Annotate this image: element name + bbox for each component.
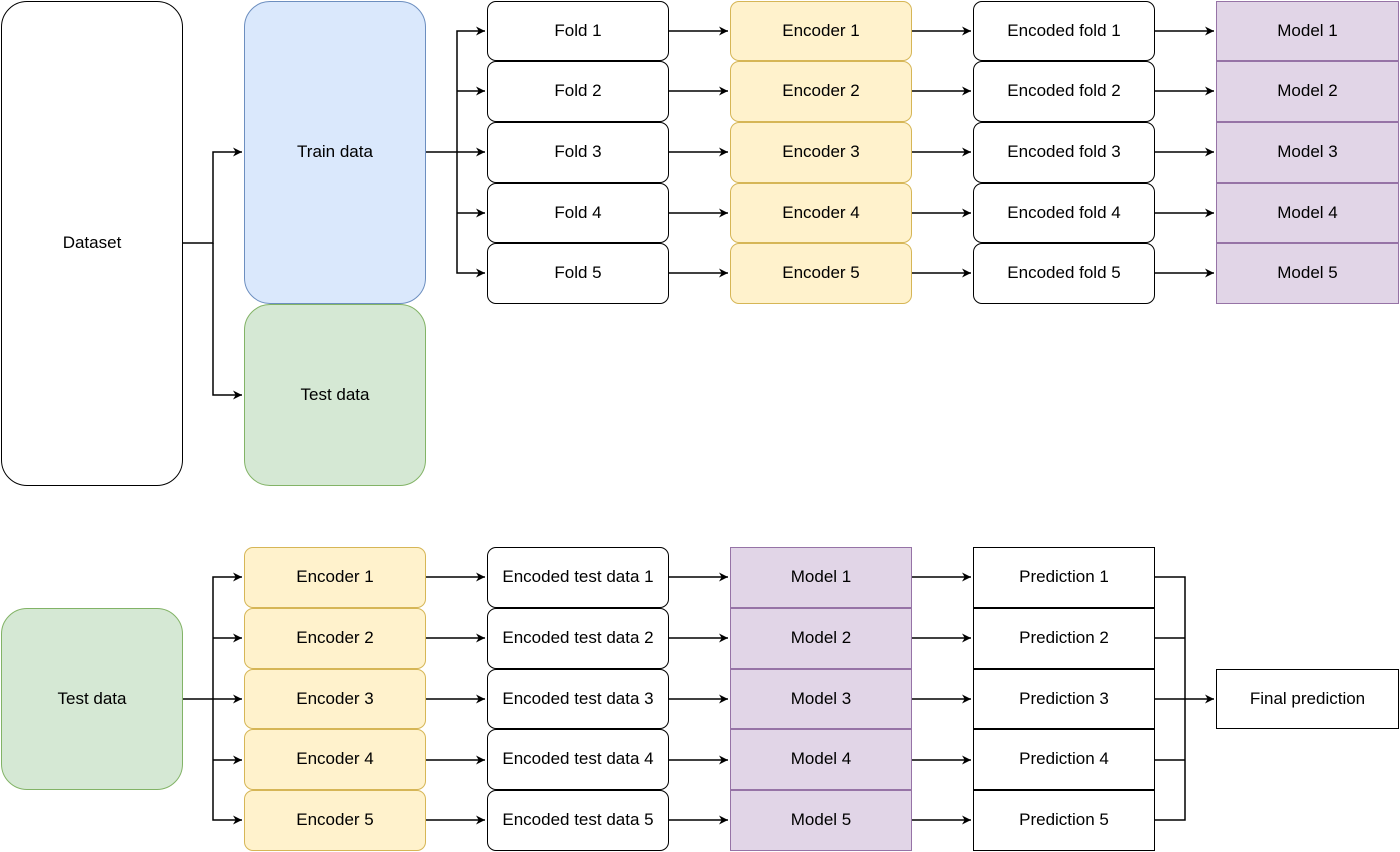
encoded-fold-node: Encoded fold 3 bbox=[973, 122, 1155, 183]
bottom-test-data-label: Test data bbox=[57, 688, 127, 708]
encoded-fold-label: Encoded fold 4 bbox=[1007, 202, 1121, 222]
arrow-dataset-to-test bbox=[212, 243, 242, 400]
encoded-test-label: Encoded test data 4 bbox=[502, 749, 654, 769]
bottom-test-data-node: Test data bbox=[1, 608, 183, 790]
encoded-fold-label: Encoded fold 1 bbox=[1007, 20, 1121, 40]
encoder-label: Encoder 1 bbox=[782, 20, 860, 40]
encoded-test-label: Encoded test data 5 bbox=[502, 810, 654, 830]
arrow-test-to-encoder-5 bbox=[212, 699, 242, 825]
bottom-encoder-label: Encoder 4 bbox=[296, 749, 374, 769]
prediction-label: Prediction 1 bbox=[1019, 567, 1109, 587]
encoded-test-node: Encoded test data 2 bbox=[487, 608, 669, 669]
encoded-fold-label: Encoded fold 5 bbox=[1007, 263, 1121, 283]
final-prediction-node: Final prediction bbox=[1216, 669, 1399, 729]
encoded-fold-label: Encoded fold 3 bbox=[1007, 142, 1121, 162]
encoded-test-label: Encoded test data 3 bbox=[502, 688, 654, 708]
bottom-model-label: Model 4 bbox=[790, 749, 852, 769]
dataset-node: Dataset bbox=[1, 1, 183, 486]
arrow-train-to-fold-1 bbox=[456, 26, 485, 152]
arrow-test-to-encoder-1 bbox=[212, 572, 242, 699]
bottom-model-node: Model 5 bbox=[730, 790, 912, 851]
fold-label: Fold 3 bbox=[554, 142, 602, 162]
test-data-node: Test data bbox=[244, 304, 426, 486]
encoder-label: Encoder 4 bbox=[782, 202, 860, 222]
encoder-node: Encoder 1 bbox=[730, 1, 912, 61]
bottom-encoder-node: Encoder 4 bbox=[244, 729, 426, 790]
prediction-label: Prediction 2 bbox=[1019, 628, 1109, 648]
model-node: Model 1 bbox=[1216, 1, 1399, 61]
bottom-model-node: Model 3 bbox=[730, 669, 912, 729]
fold-label: Fold 5 bbox=[554, 263, 602, 283]
encoder-node: Encoder 3 bbox=[730, 122, 912, 183]
fold-label: Fold 2 bbox=[554, 81, 602, 101]
encoded-fold-node: Encoded fold 2 bbox=[973, 61, 1155, 122]
test-data-label: Test data bbox=[300, 384, 370, 404]
arrow-dataset-to-train bbox=[183, 147, 242, 244]
model-node: Model 5 bbox=[1216, 243, 1399, 304]
bottom-encoder-node: Encoder 1 bbox=[244, 547, 426, 608]
model-label: Model 3 bbox=[1277, 142, 1338, 162]
fold-node: Fold 4 bbox=[487, 183, 669, 243]
final-prediction-label: Final prediction bbox=[1249, 688, 1366, 708]
bottom-encoder-label: Encoder 2 bbox=[296, 628, 374, 648]
model-label: Model 1 bbox=[1277, 20, 1338, 40]
bottom-model-label: Model 5 bbox=[790, 810, 852, 830]
model-label: Model 5 bbox=[1277, 263, 1338, 283]
bottom-model-label: Model 1 bbox=[790, 567, 852, 587]
bottom-model-label: Model 3 bbox=[790, 688, 852, 708]
encoded-test-node: Encoded test data 5 bbox=[487, 790, 669, 851]
bottom-encoder-label: Encoder 3 bbox=[296, 688, 374, 708]
encoded-test-node: Encoded test data 4 bbox=[487, 729, 669, 790]
connector-prediction-5 bbox=[1155, 699, 1186, 821]
prediction-node: Prediction 3 bbox=[973, 669, 1155, 729]
bottom-model-node: Model 2 bbox=[730, 608, 912, 669]
model-label: Model 4 bbox=[1277, 202, 1338, 222]
encoder-label: Encoder 3 bbox=[782, 142, 860, 162]
train-data-label: Train data bbox=[297, 142, 373, 162]
train-data-node: Train data bbox=[244, 1, 426, 304]
arrow-train-to-fold-5 bbox=[456, 152, 485, 278]
connector-prediction-1 bbox=[1155, 576, 1186, 699]
model-label: Model 2 bbox=[1277, 81, 1338, 101]
fold-node: Fold 2 bbox=[487, 61, 669, 122]
encoder-label: Encoder 5 bbox=[782, 263, 860, 283]
prediction-node: Prediction 4 bbox=[973, 729, 1155, 790]
fold-label: Fold 1 bbox=[554, 20, 602, 40]
encoder-node: Encoder 4 bbox=[730, 183, 912, 243]
encoded-test-node: Encoded test data 1 bbox=[487, 547, 669, 608]
prediction-node: Prediction 1 bbox=[973, 547, 1155, 608]
fold-label: Fold 4 bbox=[554, 202, 602, 222]
encoded-fold-node: Encoded fold 5 bbox=[973, 243, 1155, 304]
prediction-node: Prediction 5 bbox=[973, 790, 1155, 851]
bottom-encoder-label: Encoder 1 bbox=[296, 567, 374, 587]
prediction-label: Prediction 3 bbox=[1019, 688, 1109, 708]
encoder-label: Encoder 2 bbox=[782, 81, 860, 101]
bottom-encoder-node: Encoder 2 bbox=[244, 608, 426, 669]
fold-node: Fold 1 bbox=[487, 1, 669, 61]
bottom-model-node: Model 1 bbox=[730, 547, 912, 608]
prediction-label: Prediction 5 bbox=[1019, 810, 1109, 830]
bottom-encoder-node: Encoder 3 bbox=[244, 669, 426, 729]
encoded-fold-label: Encoded fold 2 bbox=[1007, 81, 1121, 101]
encoded-fold-node: Encoded fold 4 bbox=[973, 183, 1155, 243]
bottom-encoder-label: Encoder 5 bbox=[296, 810, 374, 830]
model-node: Model 3 bbox=[1216, 122, 1399, 183]
dataset-label: Dataset bbox=[62, 233, 122, 253]
encoded-fold-node: Encoded fold 1 bbox=[973, 1, 1155, 61]
encoded-test-label: Encoded test data 1 bbox=[502, 567, 654, 587]
fold-node: Fold 3 bbox=[487, 122, 669, 183]
encoder-node: Encoder 5 bbox=[730, 243, 912, 304]
model-node: Model 4 bbox=[1216, 183, 1399, 243]
encoded-test-label: Encoded test data 2 bbox=[502, 628, 654, 648]
bottom-encoder-node: Encoder 5 bbox=[244, 790, 426, 851]
prediction-node: Prediction 2 bbox=[973, 608, 1155, 669]
model-node: Model 2 bbox=[1216, 61, 1399, 122]
prediction-label: Prediction 4 bbox=[1019, 749, 1109, 769]
bottom-model-label: Model 2 bbox=[790, 628, 852, 648]
encoded-test-node: Encoded test data 3 bbox=[487, 669, 669, 729]
encoder-node: Encoder 2 bbox=[730, 61, 912, 122]
fold-node: Fold 5 bbox=[487, 243, 669, 304]
bottom-model-node: Model 4 bbox=[730, 729, 912, 790]
